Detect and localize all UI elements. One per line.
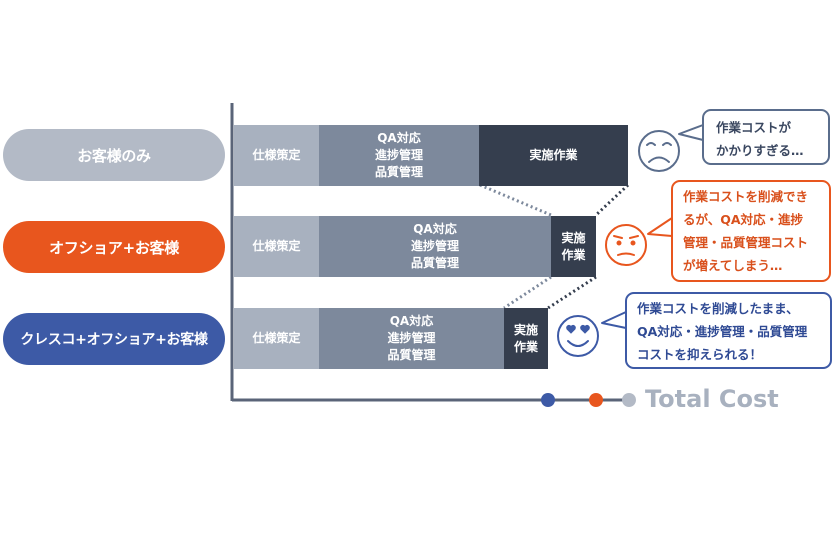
comment-bubble-cresco-offshore-customer: 作業コストを削減したまま、 QA対応・進捗管理・品質管理 コストを抑えられる！ — [625, 292, 832, 369]
connector-dotted — [503, 275, 552, 310]
cost-dot-gray — [622, 393, 636, 407]
bar-segment-spec: 仕様策定 — [234, 216, 319, 277]
bubble-tail — [678, 124, 704, 141]
axis-label-total-cost: Total Cost — [645, 385, 779, 413]
worried-face-icon — [605, 224, 647, 266]
cost-dot-blue — [541, 393, 555, 407]
bar-segment-work: 実施 作業 — [504, 308, 548, 369]
sad-face-icon — [638, 130, 680, 172]
bubble-tail — [601, 311, 627, 329]
connector-dotted — [479, 183, 552, 217]
connector-dotted — [594, 183, 630, 217]
connector-dotted — [547, 275, 597, 310]
bar-segment-work: 実施作業 — [479, 125, 628, 186]
heart-eyes-face-icon — [557, 315, 599, 357]
comment-bubble-customer-only: 作業コストが かかりすぎる… — [702, 109, 830, 165]
bar-segment-qa: QA対応 進捗管理 品質管理 — [319, 125, 479, 186]
bar-segment-qa: QA対応 進捗管理 品質管理 — [319, 308, 504, 369]
row-label-customer-only: お客様のみ — [3, 129, 225, 181]
bar-segment-spec: 仕様策定 — [234, 308, 319, 369]
row-label-offshore-customer: オフショア+お客様 — [3, 221, 225, 273]
bar-segment-qa: QA対応 進捗管理 品質管理 — [319, 216, 551, 277]
comment-bubble-offshore-customer: 作業コストを削減でき るが、QA対応・進捗 管理・品質管理コスト が増えてしまう… — [671, 180, 831, 282]
bubble-tail — [647, 217, 673, 237]
cost-dot-orange — [589, 393, 603, 407]
bar-segment-spec: 仕様策定 — [234, 125, 319, 186]
row-label-cresco-offshore-customer: クレスコ+オフショア+お客様 — [3, 313, 225, 365]
bar-segment-work: 実施 作業 — [551, 216, 596, 277]
